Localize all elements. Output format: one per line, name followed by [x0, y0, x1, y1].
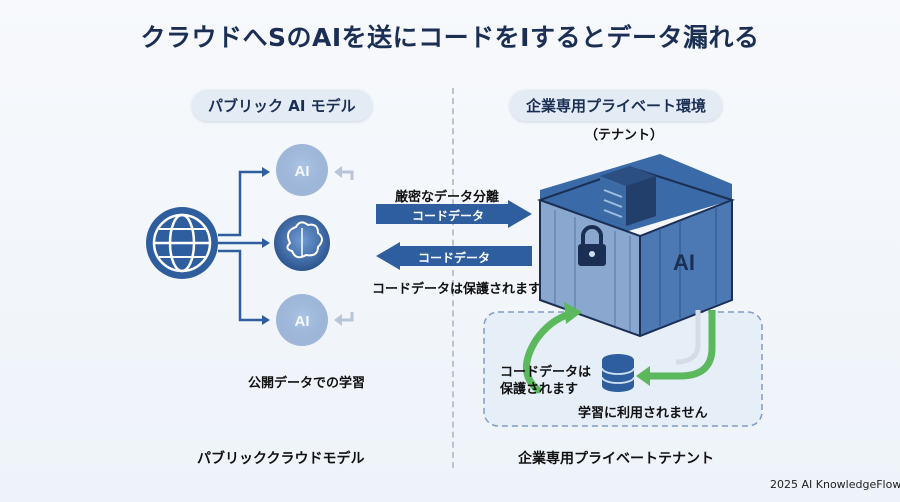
- container-box: [537, 154, 735, 338]
- arrow-left-label: コードデータ: [418, 251, 491, 265]
- public-model-diagram: AI AI: [146, 144, 354, 346]
- brain-node-middle: [274, 215, 330, 271]
- lock-icon: [578, 225, 606, 266]
- svg-text:AI: AI: [295, 163, 310, 180]
- svg-text:AI: AI: [295, 313, 310, 330]
- private-env-header: 企業専用プライベート環境: [510, 90, 723, 121]
- isolation-label: 厳密なデータ分離: [395, 190, 500, 205]
- globe-icon: [146, 207, 218, 279]
- ai-node-bottom: AI: [276, 294, 328, 346]
- page-title: クラウドへSのAIを送にコードをIするとデータ漏れる: [140, 23, 760, 52]
- container-ai-text: AI: [673, 250, 695, 275]
- loop-caption-line2: 保護されます: [500, 382, 579, 397]
- arrow-left: [376, 242, 532, 270]
- loop-caption-line1: コードデータは: [500, 365, 592, 380]
- database-icon: [601, 354, 635, 392]
- server-icon: [600, 166, 656, 226]
- private-container-diagram: AI: [483, 154, 763, 427]
- loop-caption: コードデータは 保護されます: [500, 364, 591, 398]
- protected-label: コードデータは保護されます: [372, 282, 542, 297]
- ai-node-top: AI: [276, 144, 328, 196]
- arrow-right-label: コードデータ: [412, 209, 485, 223]
- no-training-label: 学習に利用されません: [578, 406, 708, 421]
- public-model-header: パブリック AI モデル: [192, 90, 372, 121]
- section-divider: [452, 88, 454, 468]
- public-training-caption: 公開データでの学習: [248, 376, 366, 391]
- private-footer: 企業専用プライベートテナント: [518, 451, 714, 467]
- arrow-right: [376, 200, 532, 228]
- tenant-subheader: （テナント）: [585, 128, 664, 143]
- public-footer: パブリッククラウドモデル: [197, 451, 365, 467]
- copyright: 2025 AI KnowledgeFlow: [770, 478, 900, 491]
